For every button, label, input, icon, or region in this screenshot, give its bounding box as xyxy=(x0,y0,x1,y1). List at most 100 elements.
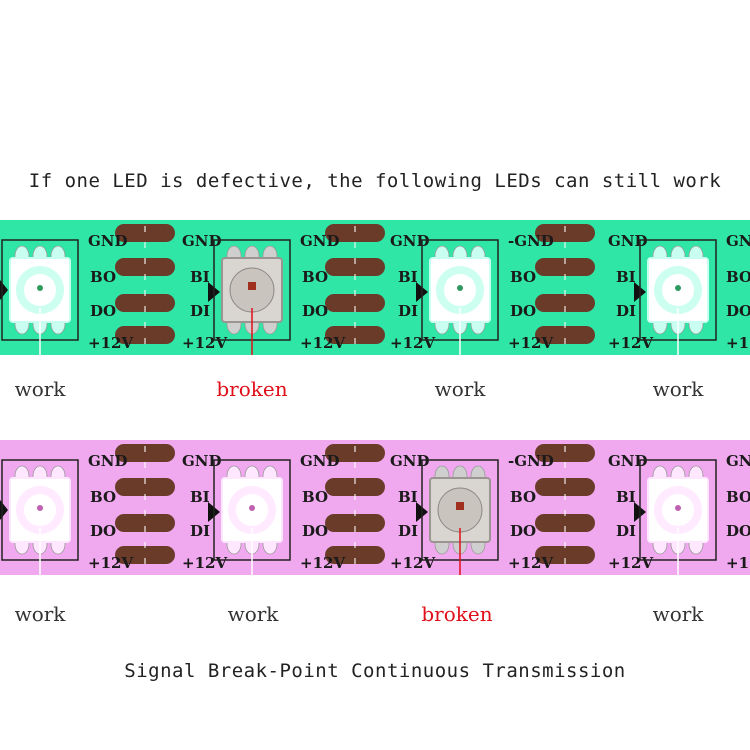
solder-pad xyxy=(115,294,175,312)
solder-pad xyxy=(535,514,595,532)
pcb-bo-label: BO xyxy=(302,488,328,506)
pcb-12v-label: +12V xyxy=(608,554,653,572)
solder-pad xyxy=(115,514,175,532)
solder-pad xyxy=(535,258,595,276)
bottom-heading: Signal Break-Point Continuous Transmissi… xyxy=(124,660,626,682)
pcb-bi-label: BI xyxy=(190,488,210,506)
pcb-do-label: DO xyxy=(510,522,536,540)
pcb-12v-label: +12V xyxy=(508,554,553,572)
pcb-12v-label: +12V xyxy=(300,334,345,352)
solder-pad xyxy=(115,444,175,462)
led-status-label: work xyxy=(14,602,66,626)
pcb-gnd-label: GND xyxy=(88,452,128,470)
pcb-do-label: DO xyxy=(510,302,536,320)
pcb-di-label: DI xyxy=(616,522,636,540)
pcb-gnd-label: -GND xyxy=(508,232,554,250)
led-chip xyxy=(675,285,681,291)
solder-pad xyxy=(325,546,385,564)
solder-pad xyxy=(535,224,595,242)
pcb-bi-label: BI xyxy=(616,488,636,506)
pcb-di-label: DI xyxy=(398,522,418,540)
lit-led xyxy=(1,239,79,341)
pcb-gnd-label: GND xyxy=(390,452,430,470)
pcb-gnd-label: GND xyxy=(300,452,340,470)
pcb-gnd-label: GND xyxy=(726,232,750,250)
pcb-bo-label: BO xyxy=(510,268,536,286)
pcb-gnd-label: GND xyxy=(182,232,222,250)
solder-pad xyxy=(325,444,385,462)
top-heading: If one LED is defective, the following L… xyxy=(28,170,722,192)
pcb-gnd-label: GND xyxy=(390,232,430,250)
pcb-di-label: DI xyxy=(190,522,210,540)
pcb-12v-label: +12V xyxy=(608,334,653,352)
pcb-di-label: DI xyxy=(190,302,210,320)
led-chip xyxy=(456,502,464,510)
pcb-12v-label: +12V xyxy=(726,334,750,352)
solder-pad xyxy=(115,224,175,242)
pcb-12v-label: +12V xyxy=(182,334,227,352)
pcb-bi-label: BI xyxy=(616,268,636,286)
pcb-bi-label: BI xyxy=(398,268,418,286)
solder-pad xyxy=(115,258,175,276)
led-chip xyxy=(675,505,681,511)
pcb-bo-label: BO xyxy=(726,488,750,506)
pcb-12v-label: +12V xyxy=(88,554,133,572)
pcb-12v-label: +12V xyxy=(508,334,553,352)
solder-pad xyxy=(325,514,385,532)
led-chip xyxy=(37,285,43,291)
pcb-bo-label: BO xyxy=(302,268,328,286)
pcb-12v-label: +12V xyxy=(182,554,227,572)
solder-pad xyxy=(115,326,175,344)
pink-strip: GND +12V GND +12V -GND +12V GND +12V GND +12V BI DI… xyxy=(0,440,750,575)
solder-pad xyxy=(535,294,595,312)
solder-pad xyxy=(115,478,175,496)
led-status-label: broken xyxy=(216,377,288,401)
pcb-bi-label: BI xyxy=(190,268,210,286)
pcb-gnd-label: GND xyxy=(608,232,648,250)
led-status-label: work xyxy=(652,377,704,401)
led-status-label: work xyxy=(434,377,486,401)
broken-led xyxy=(421,459,499,561)
pcb-gnd-label: GND xyxy=(726,452,750,470)
pcb-do-label: DO xyxy=(726,302,750,320)
lit-led xyxy=(1,459,79,561)
pcb-gnd-label: GND xyxy=(300,232,340,250)
solder-pad xyxy=(535,444,595,462)
led-status-label: work xyxy=(14,377,66,401)
pcb-gnd-label: GND xyxy=(182,452,222,470)
solder-pad xyxy=(325,224,385,242)
led-status-label: broken xyxy=(421,602,493,626)
pcb-di-label: DI xyxy=(398,302,418,320)
pcb-12v-label: +12V xyxy=(300,554,345,572)
lit-led xyxy=(639,239,717,341)
pcb-12v-label: +12V xyxy=(726,554,750,572)
solder-pad xyxy=(325,258,385,276)
pcb-gnd-label: -GND xyxy=(508,452,554,470)
solder-pad xyxy=(115,546,175,564)
pcb-do-label: DO xyxy=(90,302,116,320)
pcb-do-label: DO xyxy=(302,302,328,320)
lit-led xyxy=(213,459,291,561)
pcb-bo-label: BO xyxy=(90,268,116,286)
solder-pad xyxy=(535,478,595,496)
pcb-bi-label: BI xyxy=(398,488,418,506)
solder-pad xyxy=(535,326,595,344)
led-status-label: work xyxy=(227,602,279,626)
pcb-12v-label: +12V xyxy=(88,334,133,352)
solder-pad xyxy=(325,326,385,344)
pcb-di-label: DI xyxy=(616,302,636,320)
lit-led xyxy=(639,459,717,561)
solder-pad xyxy=(325,294,385,312)
pcb-bo-label: BO xyxy=(90,488,116,506)
led-chip xyxy=(248,282,256,290)
pcb-do-label: DO xyxy=(90,522,116,540)
pcb-gnd-label: GND xyxy=(608,452,648,470)
pcb-do-label: DO xyxy=(726,522,750,540)
broken-led xyxy=(213,239,291,341)
led-status-label: work xyxy=(652,602,704,626)
led-chip xyxy=(457,285,463,291)
pcb-do-label: DO xyxy=(302,522,328,540)
pcb-gnd-label: GND xyxy=(88,232,128,250)
solder-pad xyxy=(325,478,385,496)
